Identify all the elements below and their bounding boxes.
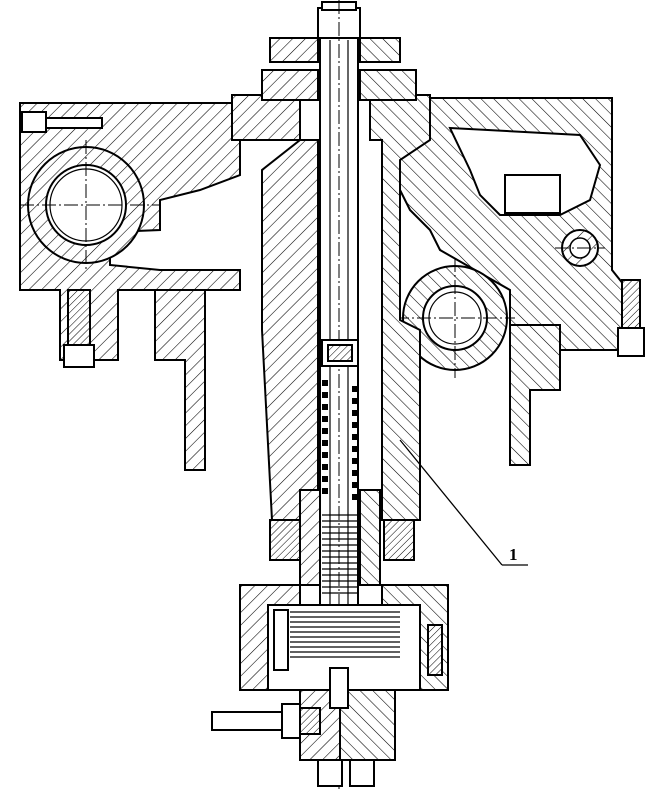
spring-coil: [352, 482, 358, 488]
right-rocker: [504, 174, 561, 214]
spring-coil: [352, 434, 358, 440]
spring-coil: [322, 416, 328, 422]
spring-coil: [352, 446, 358, 452]
spring-coil: [322, 380, 328, 386]
callout-1: 1: [399, 439, 528, 566]
spring-coil: [322, 428, 328, 434]
left-bolt: [63, 289, 95, 368]
left-screw-shank: [45, 117, 103, 129]
spring-coil: [322, 488, 328, 494]
left-leg: [154, 289, 206, 471]
right-bearing: [395, 258, 515, 378]
lower-bushing: [269, 489, 415, 586]
right-leg: [509, 324, 561, 466]
spring-coil: [352, 494, 358, 500]
spring-coil: [322, 464, 328, 470]
spring-coil: [352, 458, 358, 464]
spring-coil: [322, 392, 328, 398]
left-bearing: [20, 140, 160, 270]
spring: [322, 380, 358, 500]
disc-housing-bolt: [427, 624, 443, 676]
spring-coil: [322, 476, 328, 482]
spring-coil: [352, 470, 358, 476]
callout-leader: [399, 439, 503, 566]
right-cavity: [448, 126, 602, 216]
spring-coil: [352, 386, 358, 392]
disc-stack: [290, 611, 400, 658]
valve-body: [299, 667, 396, 787]
top-cap: [261, 1, 417, 101]
spring-coil: [322, 404, 328, 410]
disc-housing-stud: [273, 609, 289, 671]
right-pin: [555, 229, 605, 267]
spring-coil: [322, 440, 328, 446]
threaded-section: [322, 514, 358, 594]
housing-right: [369, 97, 641, 351]
spring-coil: [352, 410, 358, 416]
spring-coil: [352, 422, 358, 428]
pipe-fitting: [211, 703, 321, 739]
central-shaft: [319, 0, 359, 790]
spring-coil: [352, 398, 358, 404]
left-cap-screw-head: [21, 111, 47, 133]
spring-coil: [322, 452, 328, 458]
central-body: [231, 94, 431, 521]
callout-label: 1: [509, 545, 518, 564]
right-bolt: [617, 279, 645, 357]
